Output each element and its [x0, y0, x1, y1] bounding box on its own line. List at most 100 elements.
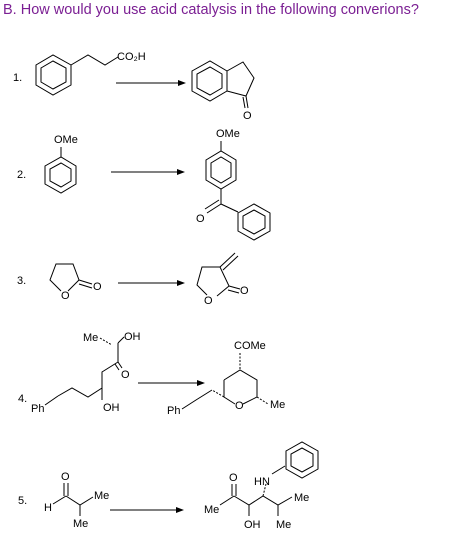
lactone-ring	[196, 266, 230, 297]
item-number-4: 4.	[18, 393, 27, 405]
methyl-lower-label: Me	[73, 518, 88, 530]
reactant-2-anisole: OMe	[44, 134, 78, 194]
arrow-head-4	[197, 380, 205, 386]
carbonyl-bond-double	[227, 289, 240, 294]
ring-oxygen-label: O	[235, 400, 244, 412]
carbonyl-bond	[206, 203, 222, 214]
alkyl-chain	[57, 361, 119, 398]
methyl-ketone-bond	[219, 495, 235, 506]
methyl-lower-label: Me	[276, 519, 291, 531]
carbonyl-bond	[228, 285, 241, 290]
arrow-head-5	[176, 507, 184, 513]
methoxy-label: OMe	[216, 128, 240, 140]
exocyclic-methylene	[219, 252, 236, 268]
benzene-inner-ring-lower	[242, 209, 266, 235]
n-phenyl-bond	[271, 465, 286, 475]
carbonyl-bond	[78, 279, 93, 285]
benzene-ring	[35, 54, 72, 96]
product-1-indanone: O	[191, 60, 255, 122]
methyl-label: Me	[270, 399, 285, 411]
reactant-5-aldehyde: O H Me Me	[44, 471, 109, 530]
reaction-1: 1. CO₂H O	[13, 51, 255, 122]
arrow-2	[111, 169, 185, 175]
carbonyl-oxygen-label: O	[240, 285, 249, 297]
acetyl-label: COMe	[234, 340, 266, 352]
question-title: B. How would you use acid catalysis in t…	[3, 2, 419, 18]
lactone-ring	[49, 263, 80, 292]
arrow-head-2	[177, 169, 185, 175]
arrow-head-1	[178, 80, 186, 86]
arrow-head-3	[177, 280, 185, 286]
ring-oxygen-label: O	[204, 295, 213, 307]
ring-oxygen-label: O	[61, 290, 70, 302]
reaction-3: 3. O O O O	[17, 252, 249, 307]
phenyl-label: Ph	[31, 403, 44, 415]
phenethyl-chain	[181, 389, 213, 410]
product-3-methylene-lactone: O O	[196, 252, 249, 307]
hydroxyl-bottom-label: OH	[103, 402, 120, 414]
formyl-h-bond	[52, 495, 67, 505]
oxygen-label: O	[243, 110, 252, 122]
product-2-benzophenone: OMe O	[196, 128, 271, 241]
carbonyl-bond-double	[204, 199, 220, 210]
oxygen-label: O	[229, 472, 238, 484]
reactant-3-lactone: O O	[49, 263, 102, 302]
phenyl-bond	[44, 395, 59, 406]
benzene-ring-lower	[237, 203, 271, 241]
reaction-2: 2. OMe OMe O	[17, 128, 271, 241]
pyran-ring-upper	[223, 369, 258, 405]
benzene-inner-ring	[40, 60, 67, 90]
hashed-bond	[211, 389, 225, 398]
carbonyl-bond-double	[78, 283, 93, 289]
methyl-left-label: Me	[204, 504, 219, 516]
methyl-right-label: Me	[294, 492, 309, 504]
carbonyl-phenyl-bond	[220, 203, 239, 213]
carbonyl-bond	[117, 361, 123, 369]
benzene-ring	[44, 156, 77, 194]
benzene-ring-upper	[205, 150, 237, 190]
arrow-4	[138, 380, 205, 386]
carbonyl-bond-double	[242, 96, 246, 109]
hashed-bond-methyl	[256, 396, 269, 405]
item-number-3: 3.	[17, 275, 26, 287]
arrow-1	[116, 80, 186, 86]
product-5-aldol: O Me OH HN Me Me	[204, 441, 319, 531]
carbonyl-bond	[245, 95, 249, 109]
pyran-ring-lower	[223, 380, 236, 405]
n-phenyl-inner-ring	[290, 447, 314, 473]
isopropyl-upper	[65, 495, 94, 506]
oxygen-label: O	[61, 471, 70, 483]
item-number-5: 5.	[18, 495, 27, 507]
hydrogen-label: H	[44, 502, 52, 514]
carbonyl-bond-double	[114, 363, 120, 371]
backbone	[233, 495, 293, 506]
carbonyl-oxygen-label: O	[93, 281, 102, 293]
methyl-label: Me	[83, 332, 98, 344]
arrow-3	[118, 280, 185, 286]
methyl-upper-label: Me	[94, 490, 109, 502]
reaction-4: 4. Me OH O OH Ph COMe	[18, 331, 285, 417]
amine-label: HN	[254, 476, 270, 488]
phenyl-label: Ph	[167, 405, 180, 417]
benzene-inner-ring	[49, 162, 72, 188]
product-4-tetrahydropyran: COMe O Ph Me	[167, 340, 285, 417]
hashed-bond	[99, 337, 113, 346]
item-number-1: 1.	[13, 72, 22, 84]
cyclopentanone-ring	[226, 61, 255, 97]
carbonyl-oxygen-label: O	[121, 369, 130, 381]
reactant-4-hydroxy-ketone: Me OH O OH Ph	[31, 331, 141, 415]
reaction-5: 5. O H Me Me O Me	[18, 441, 319, 531]
hydroxyl-top-label: OH	[124, 331, 141, 343]
reactant-1: CO₂H	[35, 51, 146, 96]
methoxy-label: OMe	[54, 134, 78, 146]
oxygen-label: O	[196, 213, 205, 225]
hydroxyl-label: OH	[244, 519, 261, 531]
propyl-chain	[70, 54, 119, 66]
hydroxyl-bond	[117, 336, 125, 344]
acid-label: CO₂H	[117, 51, 146, 63]
item-number-2: 2.	[17, 169, 26, 181]
benzene-inner-ring	[196, 66, 223, 96]
exocyclic-methylene-double	[222, 255, 239, 271]
